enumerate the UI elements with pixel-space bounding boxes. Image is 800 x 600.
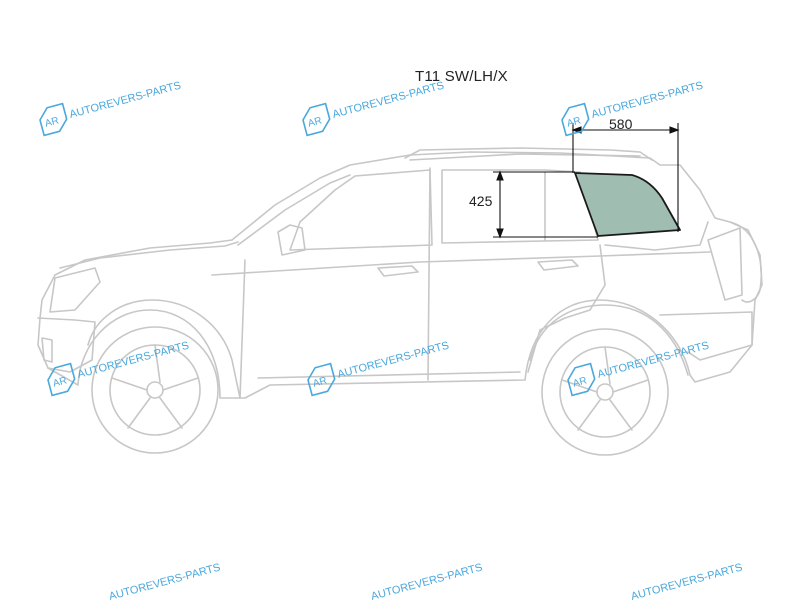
watermark-3: AR AUTOREVERS-PARTS xyxy=(561,80,704,137)
svg-text:AR: AR xyxy=(307,115,323,129)
roof-rail-inner xyxy=(409,153,641,161)
svg-text:AR: AR xyxy=(572,375,588,389)
hood-line xyxy=(59,241,239,269)
front-wheel xyxy=(91,326,219,454)
watermark-7: AUTOREVERS-PARTS xyxy=(108,562,222,600)
rear-fender-arch xyxy=(529,304,689,376)
rear-wheel xyxy=(541,328,669,456)
lower-body-line xyxy=(257,371,521,379)
svg-text:AR: AR xyxy=(566,115,582,129)
rear-door-edge xyxy=(527,244,606,373)
front-door-edge xyxy=(239,167,431,399)
watermark-1: AR AUTOREVERS-PARTS xyxy=(39,80,182,137)
ar-logo-icon: AR xyxy=(39,102,68,137)
ar-logo-icon: AR xyxy=(567,362,596,397)
svg-text:AUTOREVERS-PARTS: AUTOREVERS-PARTS xyxy=(370,562,484,600)
svg-text:AUTOREVERS-PARTS: AUTOREVERS-PARTS xyxy=(596,340,710,381)
tail-light xyxy=(707,227,743,301)
svg-text:AR: AR xyxy=(44,115,60,129)
ar-logo-icon: AR xyxy=(561,102,590,137)
watermark-8: AUTOREVERS-PARTS xyxy=(370,562,484,600)
front-fender-arch xyxy=(87,299,241,399)
grille xyxy=(41,337,53,363)
front-bumper xyxy=(37,317,96,373)
ar-logo-icon: AR xyxy=(302,102,331,137)
height-dimension xyxy=(493,170,598,239)
width-dimension xyxy=(571,123,680,232)
ar-logo-icon: AR xyxy=(307,362,336,397)
watermark-6: AR AUTOREVERS-PARTS xyxy=(567,340,710,397)
mirror xyxy=(277,224,306,256)
windshield xyxy=(237,174,351,246)
watermark-4: AR AUTOREVERS-PARTS xyxy=(47,340,190,397)
front-door-window xyxy=(289,169,433,251)
watermark-9: AUTOREVERS-PARTS xyxy=(630,562,744,600)
beltline xyxy=(211,251,711,276)
watermark-5: AR AUTOREVERS-PARTS xyxy=(307,340,450,397)
svg-text:AUTOREVERS-PARTS: AUTOREVERS-PARTS xyxy=(630,562,744,600)
part-code-label: T11 SW/LH/X xyxy=(415,68,508,85)
rear-quarter xyxy=(604,221,709,251)
front-door-handle xyxy=(377,265,419,277)
width-dimension-label: 580 xyxy=(609,116,633,132)
rear-bumper xyxy=(659,311,753,361)
svg-text:AUTOREVERS-PARTS: AUTOREVERS-PARTS xyxy=(108,562,222,600)
svg-text:AUTOREVERS-PARTS: AUTOREVERS-PARTS xyxy=(68,80,182,121)
svg-text:AR: AR xyxy=(52,375,68,389)
spare-wheel xyxy=(729,221,762,303)
svg-text:AUTOREVERS-PARTS: AUTOREVERS-PARTS xyxy=(590,80,704,121)
roof-rail xyxy=(404,147,653,161)
rear-door-window xyxy=(441,169,599,244)
height-dimension-label: 425 xyxy=(469,193,493,209)
rear-quarter-glass xyxy=(574,172,681,237)
rear-door-handle xyxy=(537,259,579,271)
body-silhouette xyxy=(37,151,763,399)
svg-text:AR: AR xyxy=(312,375,328,389)
svg-text:AUTOREVERS-PARTS: AUTOREVERS-PARTS xyxy=(331,80,445,121)
ar-logo-icon: AR xyxy=(47,362,76,397)
headlight xyxy=(49,267,101,313)
